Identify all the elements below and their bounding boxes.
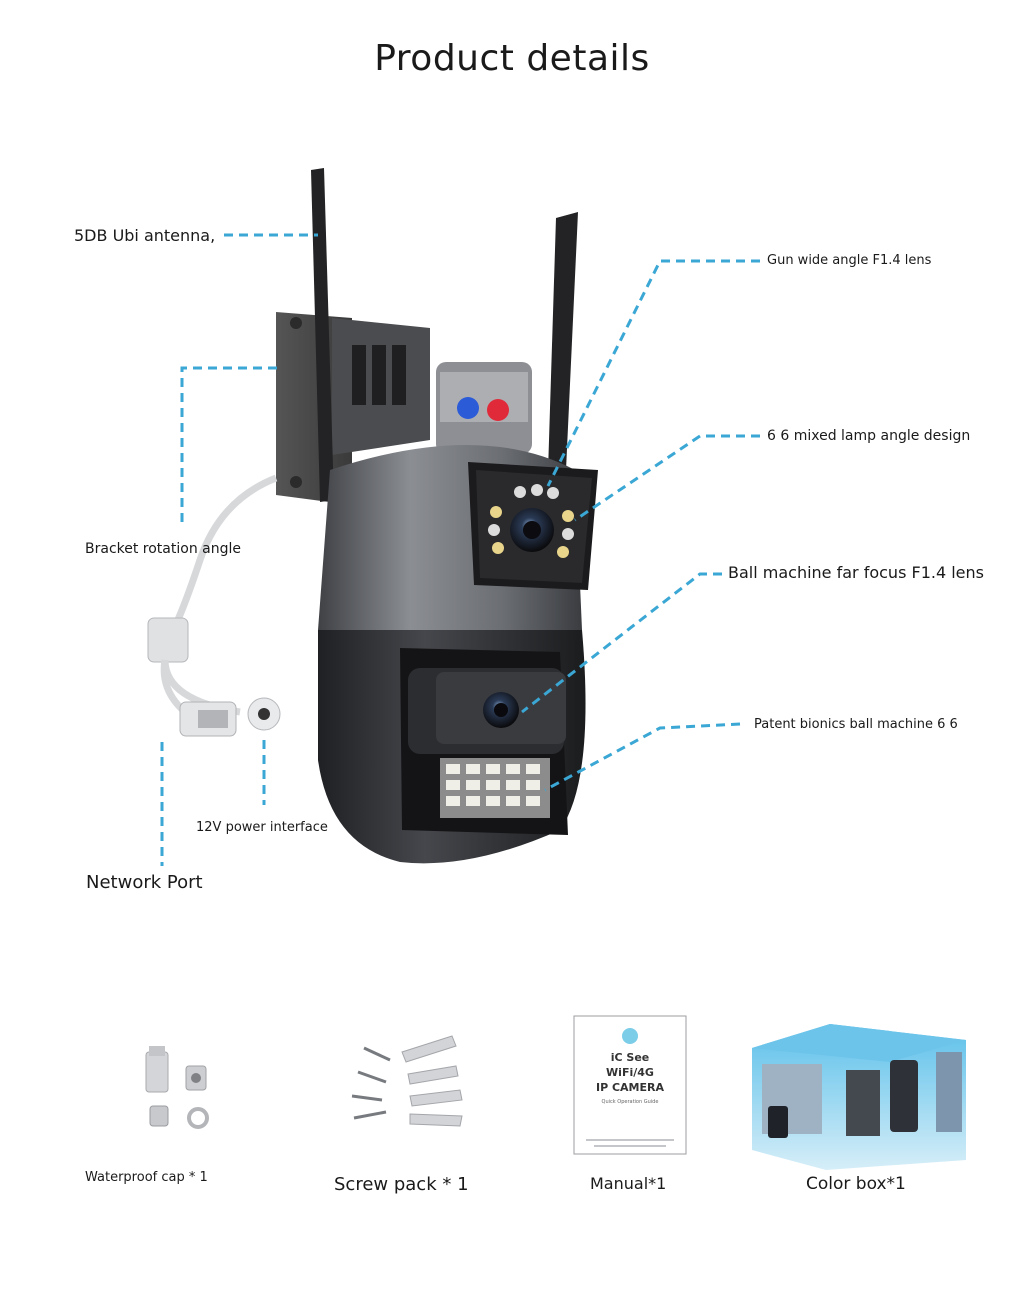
package-item-color-box: Color box*1	[806, 1174, 906, 1194]
waterproof-cap-image	[145, 1046, 209, 1129]
power-network-cable	[147, 474, 281, 737]
color-box-image	[752, 1024, 966, 1170]
callout-antenna: 5DB Ubi antenna,	[74, 226, 216, 245]
callout-power-interface: 12V power interface	[196, 820, 328, 835]
siren-light	[436, 362, 532, 454]
callout-mixed-lamp: 6 6 mixed lamp angle design	[767, 428, 971, 444]
manual-image	[573, 1015, 687, 1155]
package-item-manual: Manual*1	[590, 1174, 667, 1193]
callout-lines	[160, 233, 760, 866]
wall-bracket	[276, 312, 430, 505]
manual-line2: IP CAMERA	[595, 1081, 664, 1094]
manual-brand: iC See	[610, 1051, 650, 1064]
callout-bracket-rotation: Bracket rotation angle	[85, 541, 241, 557]
callout-gun-lens: Gun wide angle F1.4 lens	[767, 253, 932, 268]
ball-dome	[318, 630, 586, 864]
antenna-right	[548, 212, 578, 472]
callout-ball-lens: Ball machine far focus F1.4 lens	[728, 563, 984, 582]
callout-network-port: Network Port	[86, 872, 203, 893]
manual-line3: Quick Operation Guide	[601, 1099, 659, 1105]
gun-lens-module	[468, 462, 598, 590]
manual-cover: iC See WiFi/4G IP CAMERA Quick Operation…	[574, 1050, 686, 1110]
package-item-screw-pack: Screw pack * 1	[334, 1174, 469, 1195]
antenna-left	[311, 168, 334, 502]
screw-pack-image	[351, 1035, 463, 1127]
package-item-waterproof-cap: Waterproof cap * 1	[85, 1170, 208, 1185]
page-title: Product details	[374, 38, 650, 79]
callout-patent-bionics: Patent bionics ball machine 6 6	[754, 717, 958, 732]
manual-line1: WiFi/4G	[606, 1066, 654, 1079]
